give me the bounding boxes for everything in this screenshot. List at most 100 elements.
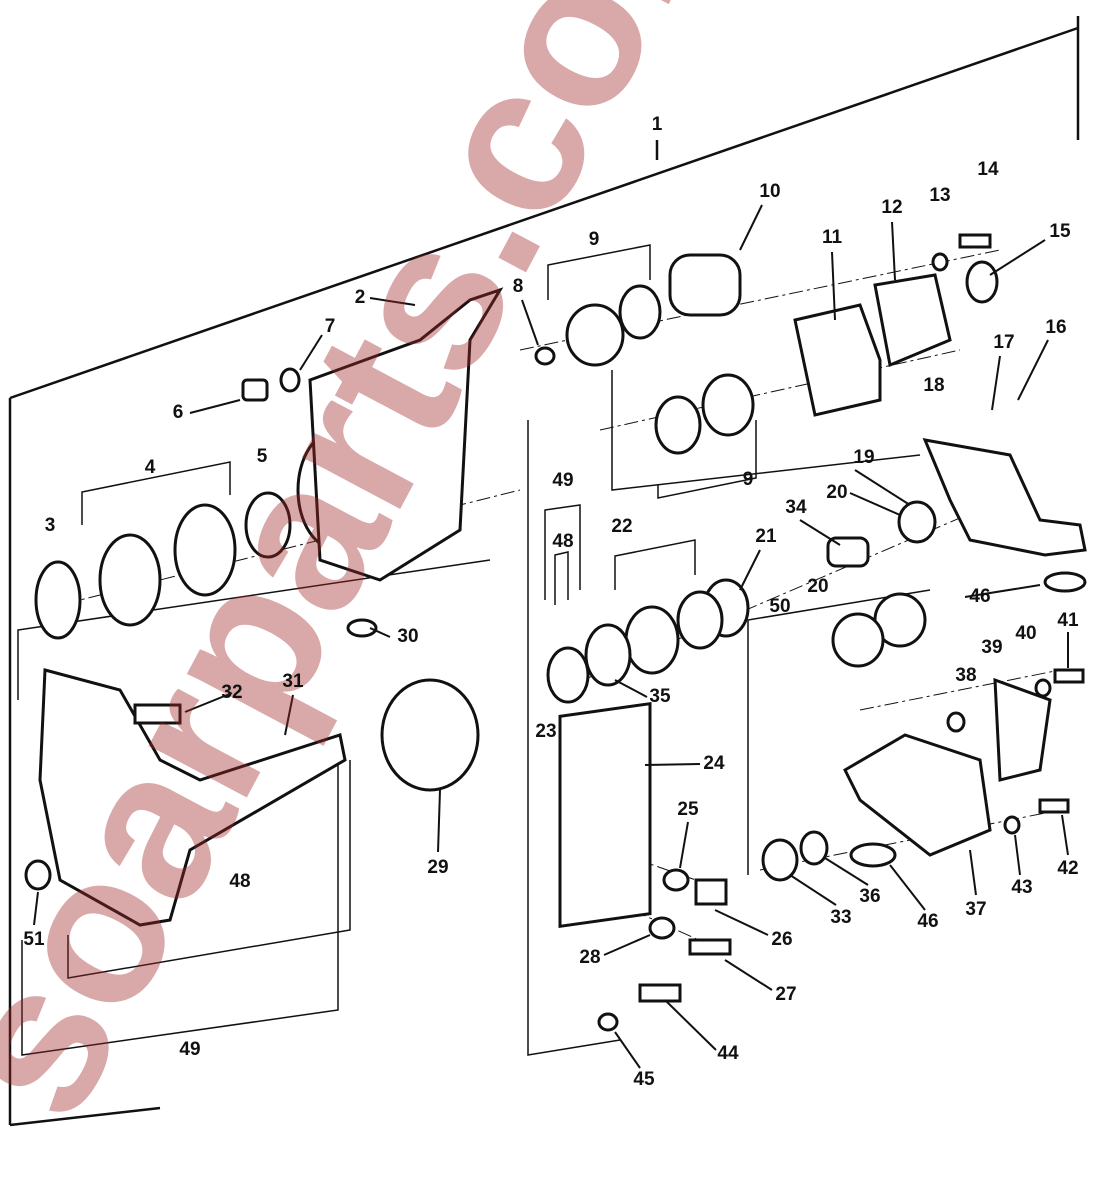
part-11-gasket bbox=[793, 303, 882, 417]
part-24-plate bbox=[558, 701, 652, 929]
part-34-spacer bbox=[826, 536, 870, 568]
part-22-cone bbox=[676, 590, 724, 650]
callout-49: 49 bbox=[552, 470, 574, 491]
callout-24: 24 bbox=[703, 753, 725, 774]
bracket-lines bbox=[17, 244, 931, 1056]
part-4-bearing-cone bbox=[98, 533, 162, 627]
part-9-cone-lower bbox=[654, 395, 702, 455]
callout-39: 39 bbox=[981, 637, 1003, 658]
callout-16: 16 bbox=[1045, 317, 1067, 338]
callout-8: 8 bbox=[512, 276, 524, 297]
part-7-washer bbox=[279, 367, 301, 393]
part-23-seal bbox=[546, 646, 590, 704]
callout-41: 41 bbox=[1057, 610, 1079, 631]
callout-12: 12 bbox=[881, 197, 903, 218]
callout-48-lower: 48 bbox=[229, 871, 251, 892]
callout-18: 18 bbox=[923, 375, 945, 396]
callout-40: 40 bbox=[1015, 623, 1037, 644]
part-28-washer bbox=[648, 916, 676, 940]
callout-23: 23 bbox=[535, 721, 557, 742]
callout-19: 19 bbox=[853, 447, 875, 468]
callout-9: 9 bbox=[588, 229, 600, 250]
part-51-plug bbox=[24, 859, 52, 891]
part-9-cup bbox=[565, 303, 625, 367]
callout-17: 17 bbox=[993, 332, 1015, 353]
part-15-seal bbox=[965, 260, 999, 304]
callout-4: 4 bbox=[144, 457, 156, 478]
part-30-plug bbox=[346, 618, 378, 638]
frame-lines bbox=[8, 16, 1080, 1127]
part-5-seal bbox=[244, 491, 292, 559]
part-46-washer bbox=[1043, 571, 1087, 593]
callout-21: 21 bbox=[755, 526, 777, 547]
callout-50: 50 bbox=[769, 596, 791, 617]
part-9-cup-lower bbox=[701, 373, 755, 437]
part-25-washer bbox=[662, 868, 690, 892]
callout-29: 29 bbox=[427, 857, 449, 878]
callout-46-lower: 46 bbox=[917, 911, 939, 932]
part-35-ring bbox=[584, 623, 632, 687]
callout-27: 27 bbox=[775, 984, 797, 1005]
part-45-nut bbox=[597, 1012, 619, 1032]
callout-13: 13 bbox=[929, 185, 951, 206]
callout-37: 37 bbox=[965, 899, 987, 920]
callout-46: 46 bbox=[969, 586, 991, 607]
callout-25: 25 bbox=[677, 799, 699, 820]
part-2-steering-knuckle bbox=[308, 287, 504, 582]
part-36-ring bbox=[799, 830, 829, 866]
callout-20: 20 bbox=[826, 482, 848, 503]
callout-35: 35 bbox=[649, 686, 671, 707]
part-39-bracket bbox=[993, 677, 1052, 782]
callout-28: 28 bbox=[579, 947, 601, 968]
callout-44: 44 bbox=[717, 1043, 739, 1064]
part-6-plug bbox=[241, 378, 269, 402]
callout-10: 10 bbox=[759, 181, 781, 202]
part-20-nut bbox=[897, 500, 937, 544]
part-26-bolt bbox=[694, 878, 728, 906]
leader-arrows bbox=[33, 204, 1069, 1069]
part-50-lockwasher bbox=[831, 612, 885, 668]
callout-30: 30 bbox=[397, 626, 419, 647]
part-42-bolt bbox=[1038, 798, 1070, 814]
callout-9-lower: 9 bbox=[742, 469, 754, 490]
part-27-bolt bbox=[688, 938, 732, 956]
callout-14: 14 bbox=[977, 159, 999, 180]
part-41-bolt bbox=[1053, 668, 1085, 684]
part-33-snapring bbox=[761, 838, 799, 882]
part-37-flange bbox=[843, 733, 992, 857]
part-8-ring bbox=[534, 346, 556, 366]
part-43-washer bbox=[1003, 815, 1021, 835]
part-29-gear bbox=[380, 678, 480, 792]
callout-15: 15 bbox=[1049, 221, 1071, 242]
parts bbox=[24, 233, 1087, 1032]
callout-20-lower: 20 bbox=[807, 576, 829, 597]
part-46-washer-lower bbox=[849, 842, 897, 868]
part-32-bolt bbox=[133, 703, 182, 725]
part-22-cup bbox=[624, 605, 680, 675]
part-14-bolt bbox=[958, 233, 992, 249]
part-3-seal bbox=[34, 560, 82, 640]
callout-32: 32 bbox=[221, 682, 243, 703]
callout-22: 22 bbox=[611, 516, 633, 537]
part-38-washer bbox=[946, 711, 966, 733]
callout-42: 42 bbox=[1057, 858, 1079, 879]
part-10-gear bbox=[668, 253, 742, 317]
part-40-washer bbox=[1034, 678, 1052, 698]
callout-5: 5 bbox=[256, 446, 268, 467]
part-9-cone bbox=[618, 284, 662, 340]
callout-43: 43 bbox=[1011, 877, 1033, 898]
callout-26: 26 bbox=[771, 929, 793, 950]
part-44-bolt bbox=[638, 983, 682, 1003]
part-13-washer bbox=[931, 252, 949, 272]
callout-31: 31 bbox=[282, 671, 304, 692]
callout-45: 45 bbox=[633, 1069, 655, 1090]
callout-48: 48 bbox=[552, 531, 574, 552]
part-18-housing bbox=[922, 438, 1087, 557]
callout-1: 1 bbox=[651, 114, 663, 135]
callout-51: 51 bbox=[23, 929, 45, 950]
callout-49-lower: 49 bbox=[179, 1039, 201, 1060]
part-4-bearing-cup bbox=[173, 503, 237, 597]
callout-11: 11 bbox=[821, 227, 843, 248]
callout-33: 33 bbox=[830, 907, 852, 928]
